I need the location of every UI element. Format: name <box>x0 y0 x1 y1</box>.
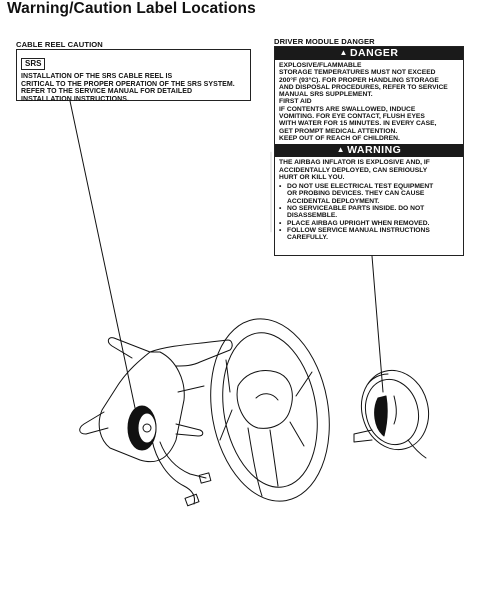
warning-bullet: • NO SERVICEABLE PARTS INSIDE. DO NOT DI… <box>275 205 463 220</box>
bullet-line: FOLLOW SERVICE MANUAL INSTRUCTIONS <box>287 226 430 234</box>
danger-line: WITH WATER FOR 15 MINUTES. IN EVERY CASE… <box>279 120 437 128</box>
danger-line: 200°F (93°C). FOR PROPER HANDLING STORAG… <box>279 76 439 84</box>
danger-title: DANGER <box>349 47 399 59</box>
bullet-line: NO SERVICEABLE PARTS INSIDE. DO NOT <box>287 205 425 213</box>
warning-title: WARNING <box>347 144 402 157</box>
warning-triangle-icon: ▲ <box>339 48 348 57</box>
warning-bullet: • PLACE AIRBAG UPRIGHT WHEN REMOVED. <box>275 220 463 227</box>
danger-line: AND DISPOSAL PROCEDURES, REFER TO SERVIC… <box>279 83 448 91</box>
caution-line: INSTALLATION INSTRUCTIONS. <box>21 95 129 103</box>
driver-module-leader-line <box>371 255 384 393</box>
danger-line: MANUAL SRS SUPPLEMENT. <box>279 91 373 99</box>
bullet-icon: • <box>279 226 282 234</box>
danger-line: EXPLOSIVE/FLAMMABLE <box>279 62 362 69</box>
warning-banner: ▲WARNING <box>275 144 463 158</box>
warning-bullet: • DO NOT USE ELECTRICAL TEST EQUIPMENT O… <box>275 183 463 205</box>
danger-line: FIRST AID <box>279 98 312 106</box>
steering-wheel <box>210 318 330 502</box>
danger-banner: ▲DANGER <box>275 47 463 60</box>
bullet-line: DISASSEMBLE. <box>287 212 338 220</box>
bullet-line: OR PROBING DEVICES. THEY CAN CAUSE <box>287 190 425 198</box>
bullet-line: CAREFULLY. <box>287 234 328 242</box>
page-title: Warning/Caution Label Locations <box>7 0 256 17</box>
cable-reel-caution-label: SRS INSTALLATION OF THE SRS CABLE REEL I… <box>16 49 251 103</box>
warning-intro: THE AIRBAG INFLATOR IS EXPLOSIVE AND, IF… <box>275 157 463 183</box>
bullet-line: PLACE AIRBAG UPRIGHT WHEN REMOVED. <box>287 219 430 227</box>
warning-line: ACCIDENTALLY DEPLOYED, CAN SERIOUSLY <box>279 166 428 174</box>
danger-line: KEEP OUT OF REACH OF CHILDREN. <box>279 134 400 142</box>
cable-reel-assembly <box>79 337 233 507</box>
bullet-line: ACCIDENTAL DEPLOYMENT. <box>287 197 380 205</box>
danger-line: IF CONTENTS ARE SWALLOWED, INDUCE <box>279 105 416 113</box>
driver-module-danger-label: ▲DANGER EXPLOSIVE/FLAMMABLE STORAGE TEMP… <box>274 46 464 256</box>
bullet-icon: • <box>279 183 282 191</box>
srs-tag: SRS <box>21 58 46 70</box>
cable-reel-heading: CABLE REEL CAUTION <box>16 40 103 49</box>
danger-line: VOMITING. FOR EYE CONTACT, FLUSH EYES <box>279 113 425 121</box>
driver-airbag-module <box>353 369 430 459</box>
caution-line: INSTALLATION OF THE SRS CABLE REEL IS <box>21 73 173 80</box>
danger-text: EXPLOSIVE/FLAMMABLE STORAGE TEMPERATURES… <box>275 60 463 144</box>
caution-line: CRITICAL TO THE PROPER OPERATION OF THE … <box>21 80 235 88</box>
cable-reel-leader-line <box>69 100 139 423</box>
danger-line: GET PROMPT MEDICAL ATTENTION. <box>279 127 398 135</box>
cable-reel-caution-text: INSTALLATION OF THE SRS CABLE REEL IS CR… <box>21 73 246 103</box>
caution-line: REFER TO THE SERVICE MANUAL FOR DETAILED <box>21 88 193 96</box>
warning-line: THE AIRBAG INFLATOR IS EXPLOSIVE AND, IF <box>279 159 430 167</box>
warning-bullet: • FOLLOW SERVICE MANUAL INSTRUCTIONS CAR… <box>275 227 463 242</box>
bullet-icon: • <box>279 219 282 227</box>
warning-triangle-icon: ▲ <box>336 145 346 155</box>
driver-module-heading: DRIVER MODULE DANGER <box>274 37 375 46</box>
danger-line: STORAGE TEMPERATURES MUST NOT EXCEED <box>279 69 436 77</box>
bullet-line: DO NOT USE ELECTRICAL TEST EQUIPMENT <box>287 183 434 191</box>
bullet-icon: • <box>279 205 282 213</box>
warning-line: HURT OR KILL YOU. <box>279 173 345 181</box>
